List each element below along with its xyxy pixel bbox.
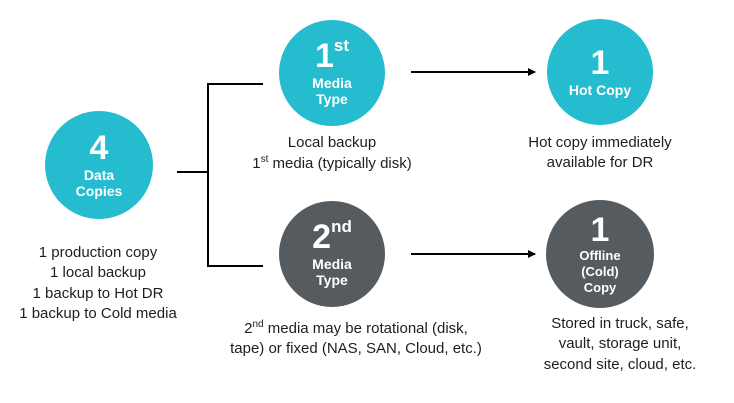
caption-line: Local backup xyxy=(287,134,377,151)
media-type-1-caption: Local backup 1st media (typically disk) xyxy=(230,133,434,175)
caption-line: Stored in truck, safe, xyxy=(551,315,689,332)
caption-line: 1 production copy xyxy=(38,244,158,261)
offline-copy-caption: Stored in truck, safe, vault, storage un… xyxy=(522,314,718,375)
caption-line: 1 backup to Hot DR xyxy=(32,284,164,302)
caption-line: 1 backup to Cold media xyxy=(19,304,177,322)
caption-line: vault, storage unit, xyxy=(558,335,682,353)
data-copies-label-line2: Copies xyxy=(75,182,123,199)
data-copies-number: 4 xyxy=(89,129,109,168)
hot-copy-number: 1 xyxy=(590,44,610,83)
caption-line: tape) or fixed (NAS, SAN, Cloud, etc.) xyxy=(230,340,482,358)
hot-copy-circle: 1 Hot Copy xyxy=(547,19,653,125)
offline-copy-circle: 1 Offline (Cold) Copy xyxy=(546,200,654,308)
media-type-2-circle: 2nd Media Type xyxy=(279,201,385,307)
media-type-2-caption: 2nd media may be rotational (disk, tape)… xyxy=(205,318,507,360)
data-copies-circle: 4 Data Copies xyxy=(45,111,153,219)
hot-copy-label: Hot Copy xyxy=(568,81,632,98)
caption-line: 1st media (typically disk) xyxy=(252,154,412,173)
caption-line: 1 local backup xyxy=(50,264,146,282)
offline-copy-number: 1 xyxy=(590,210,610,249)
hot-copy-caption: Hot copy immediately available for DR xyxy=(514,133,686,174)
caption-line: 2nd media may be rotational (disk, xyxy=(244,319,468,337)
media-type-2-label-line1: Media xyxy=(312,255,352,272)
offline-copy-label-line2: (Cold) xyxy=(581,264,619,280)
caption-line: second site, cloud, etc. xyxy=(543,355,697,373)
media-type-2-number: 2nd xyxy=(312,217,352,257)
caption-line: available for DR xyxy=(546,154,654,172)
media-type-1-circle: 1st Media Type xyxy=(279,20,385,126)
data-copies-caption: 1 production copy 1 local backup 1 backu… xyxy=(0,243,196,324)
media-type-1-label-line1: Media xyxy=(312,74,352,91)
caption-line: Hot copy immediately xyxy=(528,134,672,151)
offline-copy-label-line1: Offline xyxy=(579,248,621,264)
media-type-1-number: 1st xyxy=(314,36,350,76)
offline-copy-label-line3: Copy xyxy=(583,279,617,295)
media-type-2-label-line2: Type xyxy=(316,271,348,288)
data-copies-label-line1: Data xyxy=(83,166,115,183)
media-type-1-label-line2: Type xyxy=(316,90,348,107)
